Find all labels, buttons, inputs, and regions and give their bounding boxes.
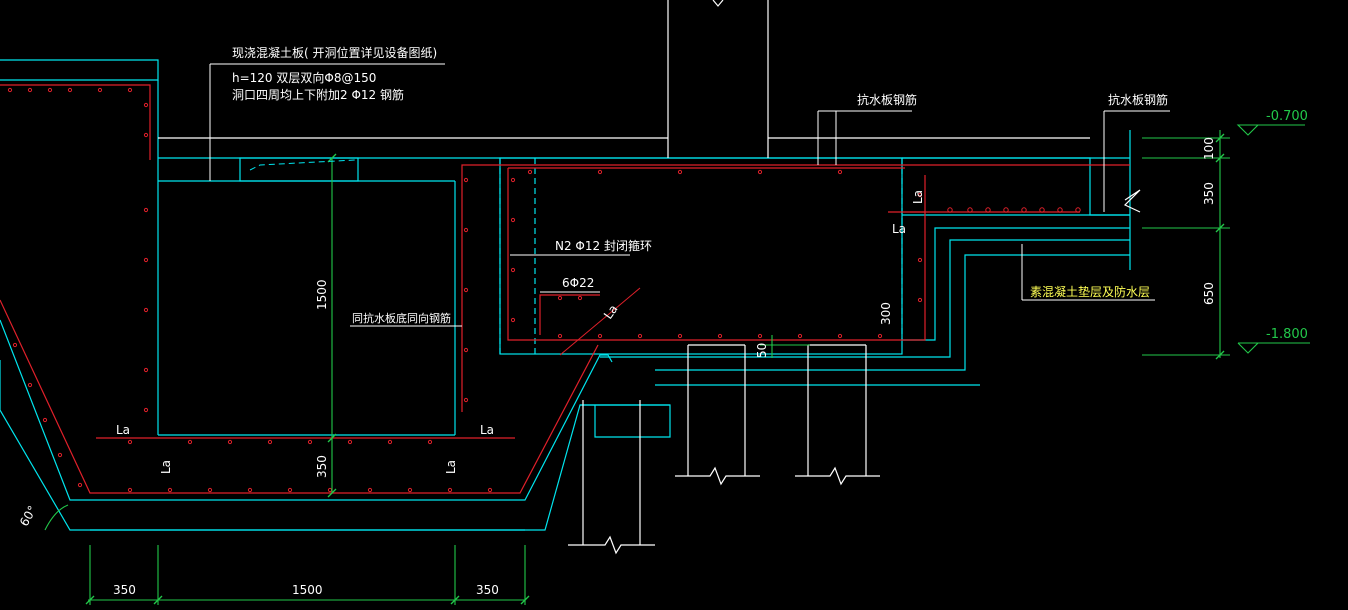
beam-body [499,157,903,355]
elev-bottom-marker [1237,342,1260,354]
pit-outer-2 [0,360,670,531]
right-step-1 [902,157,1130,216]
uplift-rebar-2: 抗水板钢筋 [1108,92,1168,107]
rebar-beam-inner [507,168,926,341]
right-step-3 [902,227,1130,341]
label-la-right-top: La [892,222,906,236]
slab-spec-2: 洞口四周均上下附加2 Φ12 钢筋 [232,87,404,102]
slab-spec-1: h=120 双层双向Φ8@150 [232,70,376,85]
dim-bottom-1500: 1500 [292,583,323,597]
right-break [1123,189,1141,213]
la-diag-line [559,287,641,356]
rebar-dots [7,87,1081,493]
slab-title: 现浇混凝土板( 开洞位置详见设备图纸) [232,45,437,60]
dim-350-pit-text: 350 [315,455,329,478]
dim-bottom-350-right: 350 [476,583,499,597]
label-la-vert-right: La [444,460,458,474]
plain-concrete: 素混凝土垫层及防水层 [1030,284,1150,299]
pile1-break [568,535,655,555]
label-angle: 60° [17,503,40,528]
dim-right-100: 100 [1202,137,1216,160]
dim-50-text: 50 [755,343,769,358]
uplift-rebar-1: 抗水板钢筋 [857,92,917,107]
leaders [209,63,1170,327]
pile2-break [675,466,760,486]
dashed-hook [249,159,356,171]
label-la-diag: La [601,302,621,322]
dim-ticks [85,133,1225,605]
rebar-beam-outer [461,164,1130,412]
label-la-top-right: La [911,190,925,204]
slab-opening [239,157,359,182]
dim-300-text: 300 [879,302,893,325]
pit-outer [0,319,613,501]
elevation-bottom: -1.800 [1266,327,1308,342]
same-as-uplift: 同抗水板底同向钢筋 [352,311,451,325]
label-la-bl: La [116,423,130,437]
bars-6d22: 6Φ22 [562,276,594,290]
angle-arc [44,504,69,531]
label-la-br: La [480,423,494,437]
right-step-4 [600,239,1130,358]
pile3-break [795,466,880,486]
dimension-lines [44,124,1310,605]
piles [568,0,1141,555]
dim-right-350: 350 [1202,182,1216,205]
dim-bottom-350-left: 350 [113,583,136,597]
label-la-vert-left: La [159,460,173,474]
dim-right-650: 650 [1202,282,1216,305]
rebar [0,84,1130,494]
rebar-pit-outer [0,299,599,494]
pile-cap [580,404,671,438]
column-break [712,0,724,7]
rebar-6d22 [539,294,600,335]
concrete-outline [0,0,1131,531]
elevation-top: -0.700 [1266,109,1308,124]
rebar-pit-left [0,84,151,160]
slab-top-left [0,59,159,81]
dim-1500-text: 1500 [315,279,329,310]
right-step-5 [655,254,1130,371]
closed-hoop: N2 Φ12 封闭箍环 [555,238,652,253]
annotations: 现浇混凝土板( 开洞位置详见设备图纸) h=120 双层双向Φ8@150 洞口四… [17,45,1308,597]
elev-top-marker [1236,124,1305,136]
